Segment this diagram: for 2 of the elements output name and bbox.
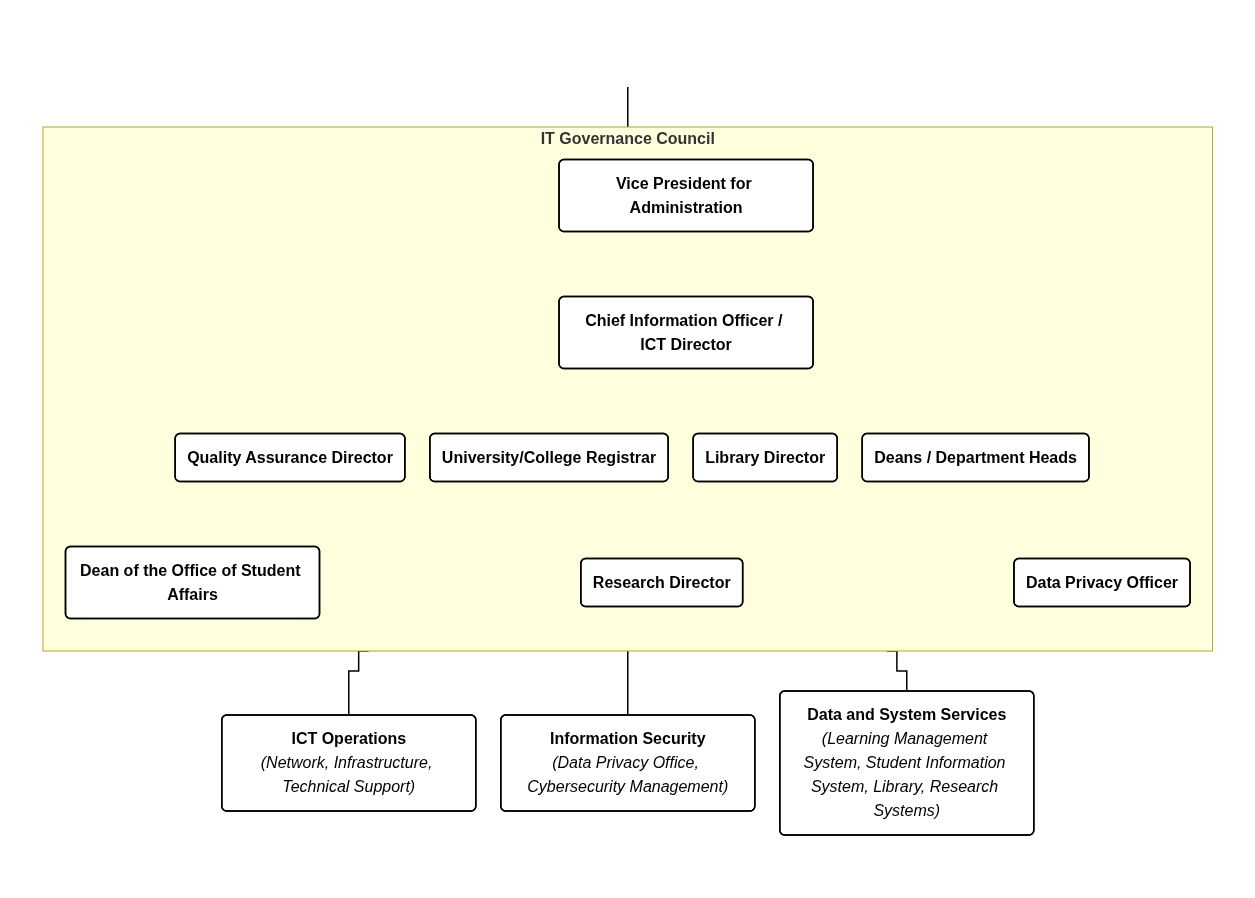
- connector: [626, 86, 629, 128]
- connector: [626, 650, 629, 716]
